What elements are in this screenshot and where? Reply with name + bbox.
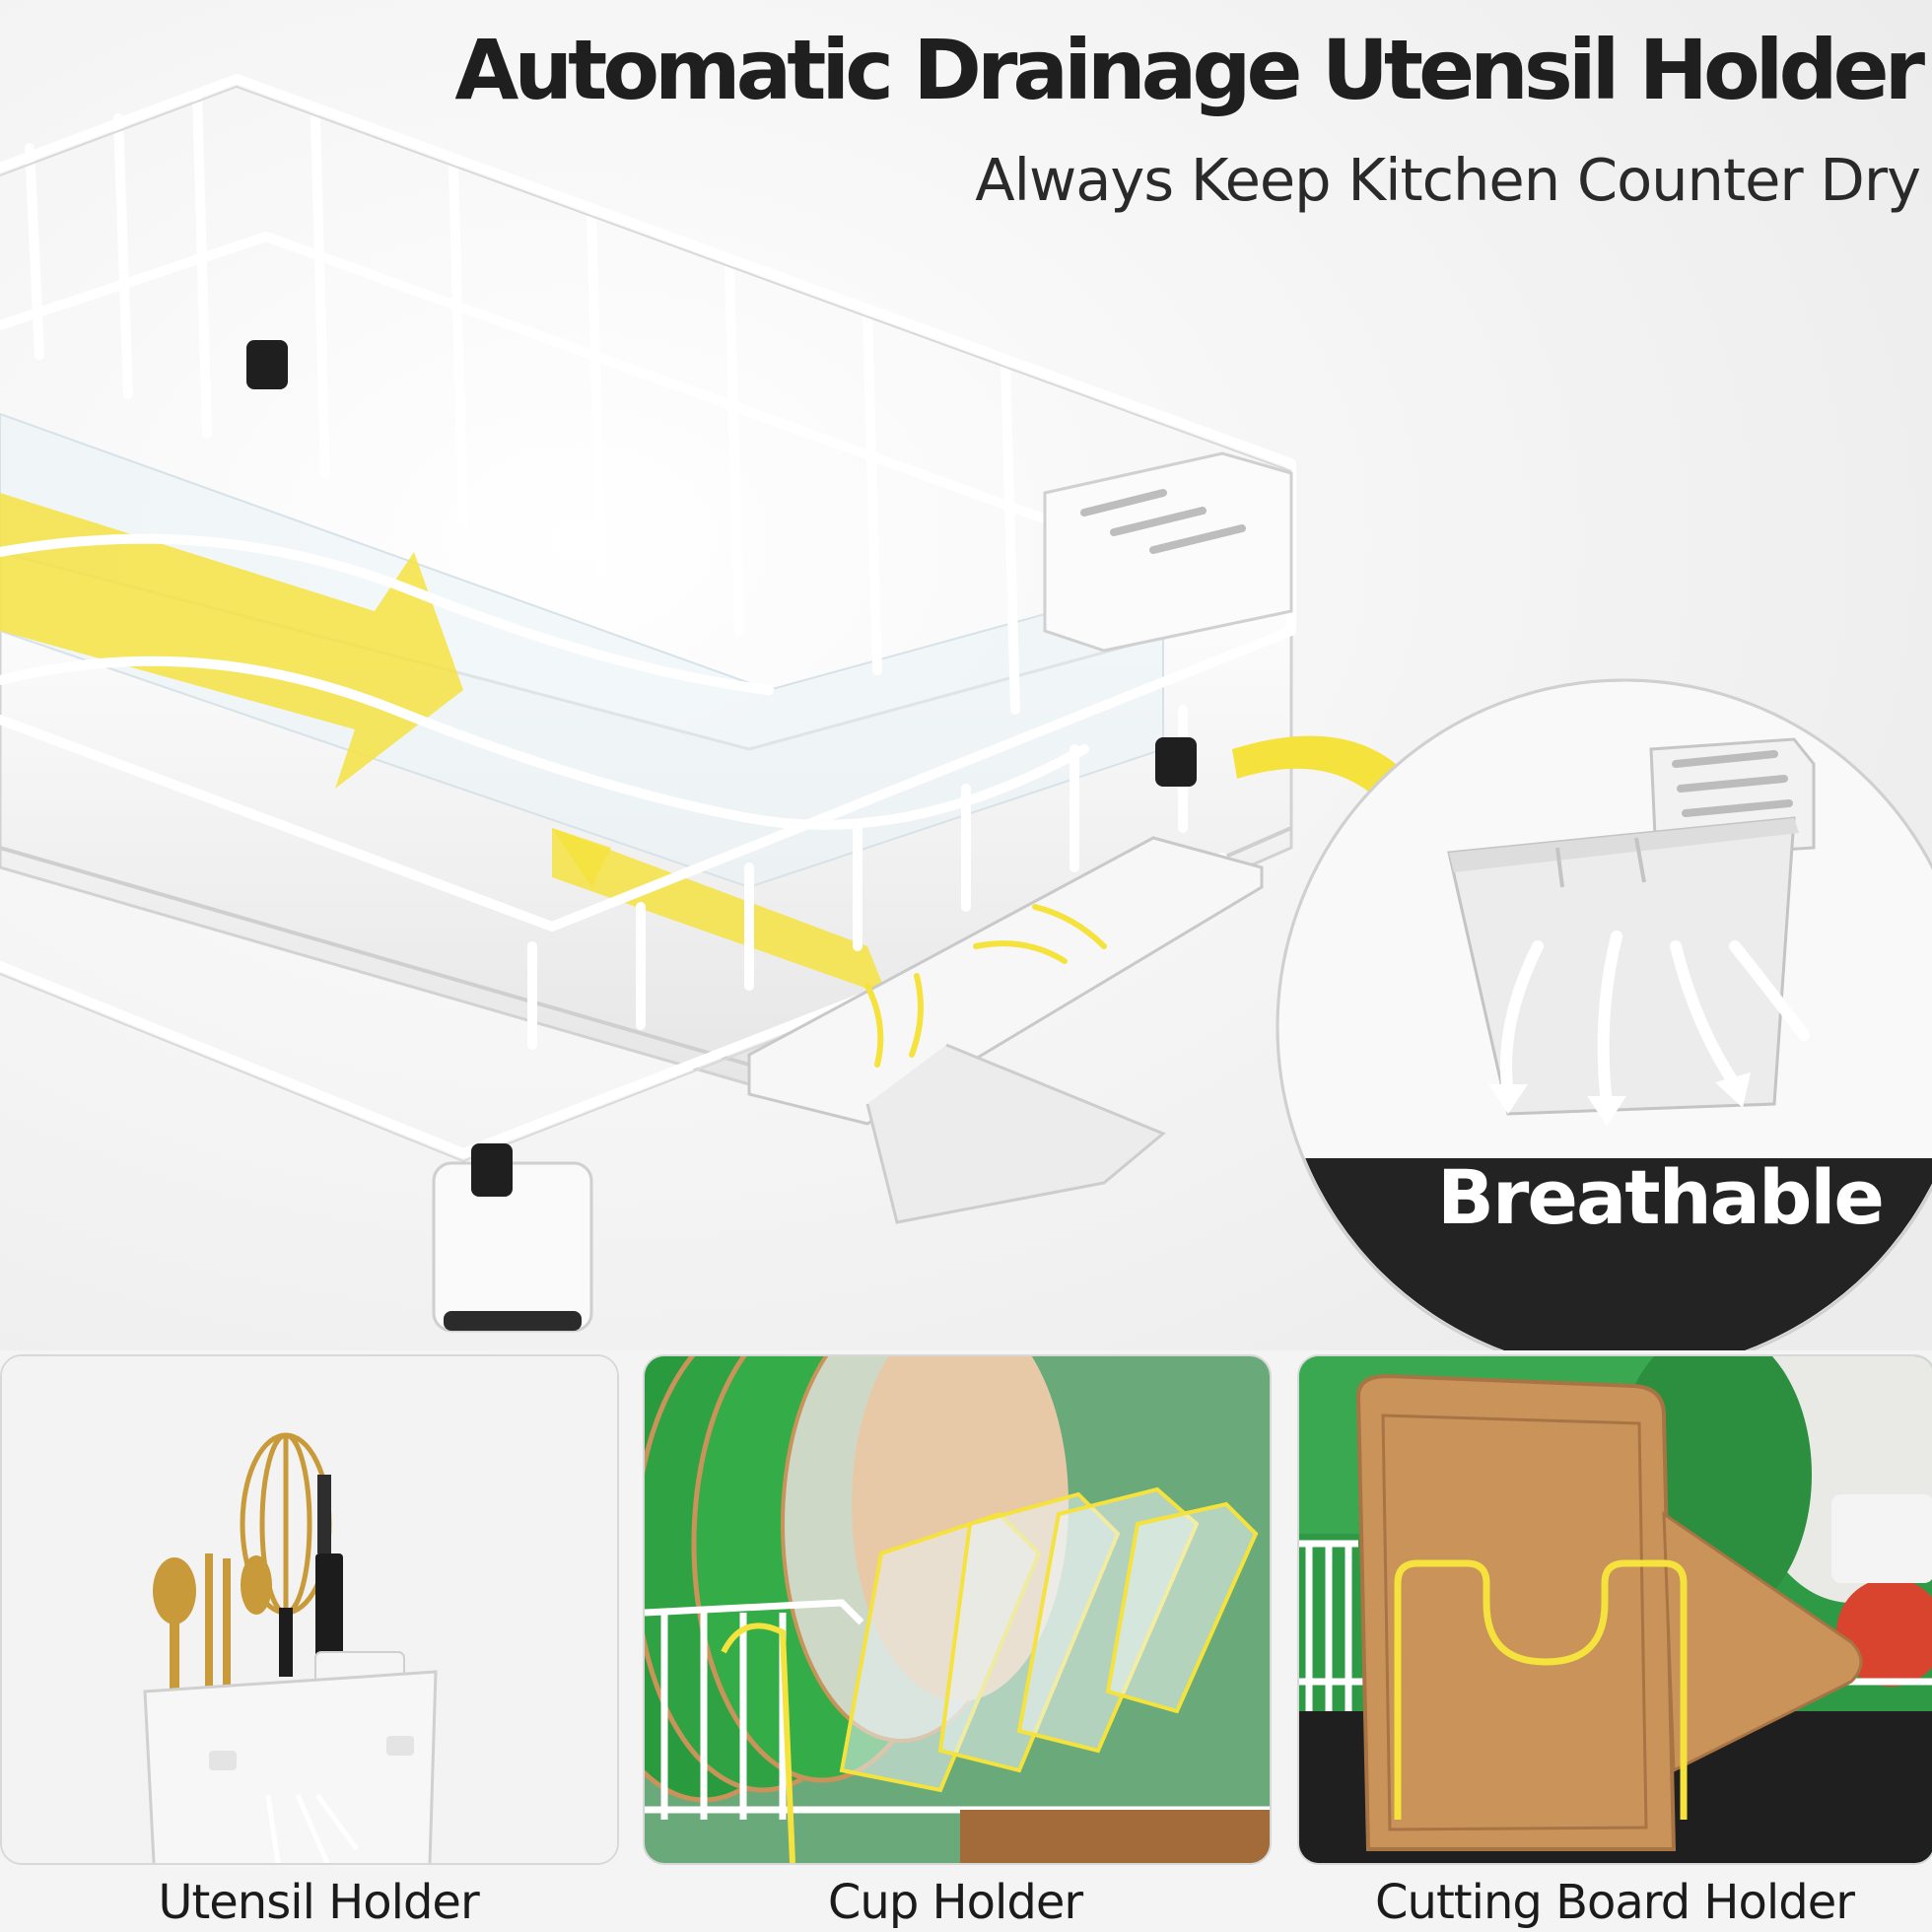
- panel-cup-holder: [643, 1354, 1272, 1865]
- page-title: Automatic Drainage Utensil Holder: [454, 22, 1925, 118]
- hero-section: Automatic Drainage Utensil Holder Always…: [0, 0, 1932, 1376]
- side-drain-tray: [747, 836, 1264, 1224]
- panel-cutting-board-holder: [1297, 1354, 1932, 1865]
- breathable-badge: Breathable: [1437, 1153, 1885, 1241]
- wire-basket: [0, 74, 1296, 1158]
- rack-feet: [246, 340, 1197, 1333]
- cup-holder-image: [645, 1356, 1270, 1863]
- caption-cup-holder: Cup Holder: [827, 1875, 1083, 1930]
- cutting-board-icon: [1355, 1373, 1863, 1851]
- cutlery-icon: [153, 1553, 272, 1696]
- callout-circle: [1276, 678, 1932, 1376]
- glass-cups: [839, 1486, 1259, 1793]
- cutting-board-holder-image: [1299, 1356, 1932, 1863]
- knife-block: [1043, 451, 1293, 653]
- utensil-holder-image: [2, 1356, 617, 1863]
- caption-cutting-board-holder: Cutting Board Holder: [1375, 1875, 1855, 1930]
- drainage-arrows: [0, 493, 887, 996]
- page-subtitle: Always Keep Kitchen Counter Dry: [975, 146, 1921, 214]
- panel-utensil-holder: [0, 1354, 619, 1865]
- board-holder-outline: [1394, 1559, 1688, 1820]
- dish-rack-illustration: [0, 0, 1932, 1376]
- caption-utensil-holder: Utensil Holder: [158, 1875, 479, 1930]
